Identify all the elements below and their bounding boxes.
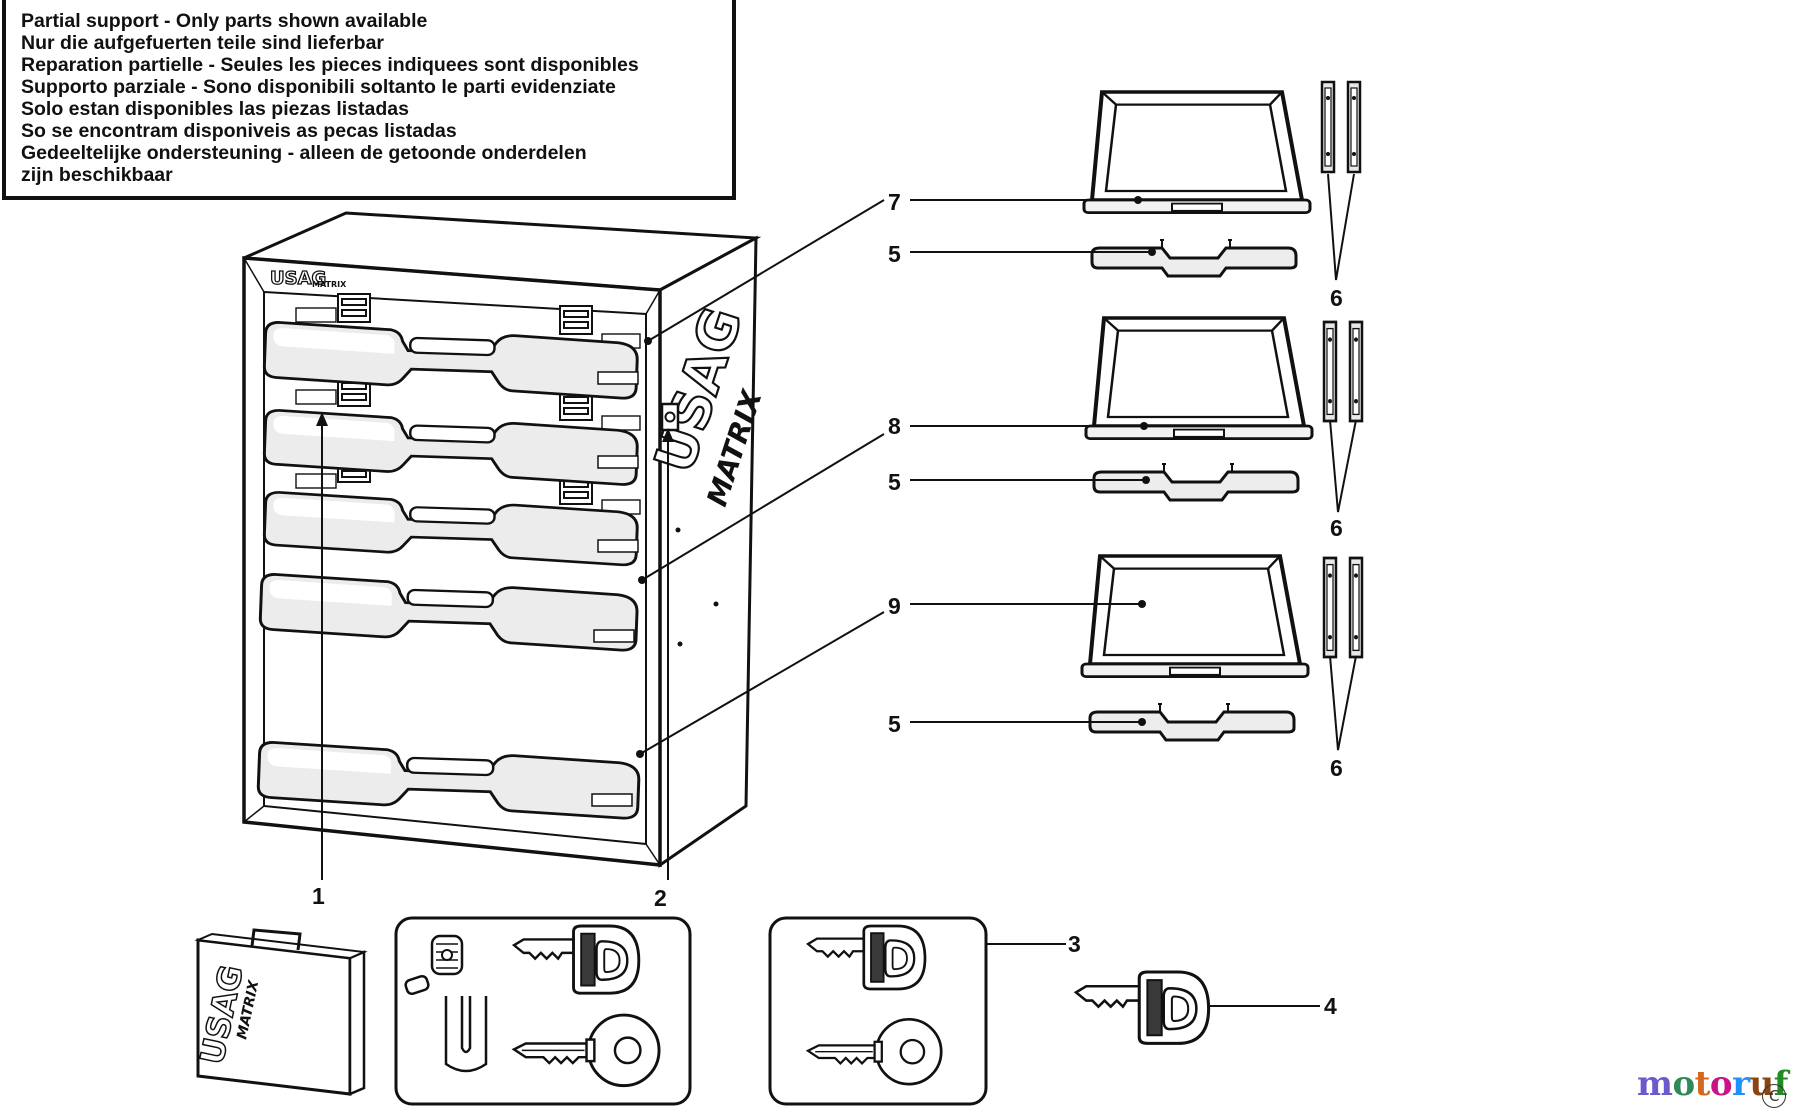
runner-6b-right [1348,320,1364,423]
drawer-group-9 [910,554,1364,751]
copyright-icon: C [1762,1084,1786,1108]
watermark-letter: t [1694,1064,1711,1104]
drawer-group-7 [910,80,1362,281]
watermark-letter: o [1672,1064,1695,1104]
callout-1: 1 [312,883,325,909]
notice-line-de: Nur die aufgefuerten teile sind lieferba… [21,32,384,54]
callout-4: 4 [1324,993,1337,1019]
notice-line-nl: Gedeeltelijke ondersteuning - alleen de … [21,142,587,164]
callout-6b: 6 [1330,515,1343,541]
callout-8: 8 [888,413,901,439]
callout-6c: 6 [1330,755,1343,781]
callout-2: 2 [654,885,667,911]
tool-case: USAG MATRIX [192,928,368,1096]
lock-set-box [394,916,692,1106]
callout-5c: 5 [888,711,901,737]
drawer-group-8 [910,316,1364,513]
watermark-letter: m [1637,1064,1673,1104]
runner-6a-right [1346,80,1362,174]
watermark-letter: o [1709,1064,1733,1104]
runner-6a-left [1320,80,1336,174]
notice-line-pt: So se encontram disponiveis as pecas lis… [21,120,457,142]
runner-6c-left [1322,556,1338,659]
tool-cabinet: USAG MATRIX USAG MATRIX [242,199,885,880]
callout-3: 3 [1068,931,1081,957]
notice-line-en: Partial support - Only parts shown avail… [21,10,428,32]
drawer-handle-part-5a [1090,238,1298,278]
watermark: motoruf C [1637,1064,1788,1108]
drawer-7 [1082,90,1312,215]
callout-7: 7 [888,189,901,215]
key-orange-3 [1074,970,1211,1045]
runner-6c-right [1348,556,1364,659]
cabinet-logo-sub: MATRIX [312,280,347,289]
drawer-8 [1084,316,1314,441]
partial-support-notice: Partial support - Only parts shown avail… [2,0,736,200]
callout-9: 9 [888,593,901,619]
drawer-9 [1080,554,1310,679]
callout-5a: 5 [888,241,901,267]
callout-6a: 6 [1330,285,1343,311]
drawer-handle-part-5b [1092,462,1300,502]
runner-6b-left [1322,320,1338,423]
notice-line-es: Solo estan disponibles las piezas listad… [21,98,409,120]
watermark-letter: r [1732,1064,1750,1104]
callout-5b: 5 [888,469,901,495]
lock-clip-part [444,996,488,1073]
cabinet-logo: USAG [270,268,326,289]
notice-line-fr: Reparation partielle - Seules les pieces… [21,54,639,76]
single-key [1074,970,1320,1045]
notice-line-it: Supporto parziale - Sono disponibili sol… [21,76,616,98]
lock-cylinder-part [404,934,464,996]
key-set-box [768,916,1066,1106]
notice-line-nl-cont: zijn beschikbaar [21,164,173,186]
